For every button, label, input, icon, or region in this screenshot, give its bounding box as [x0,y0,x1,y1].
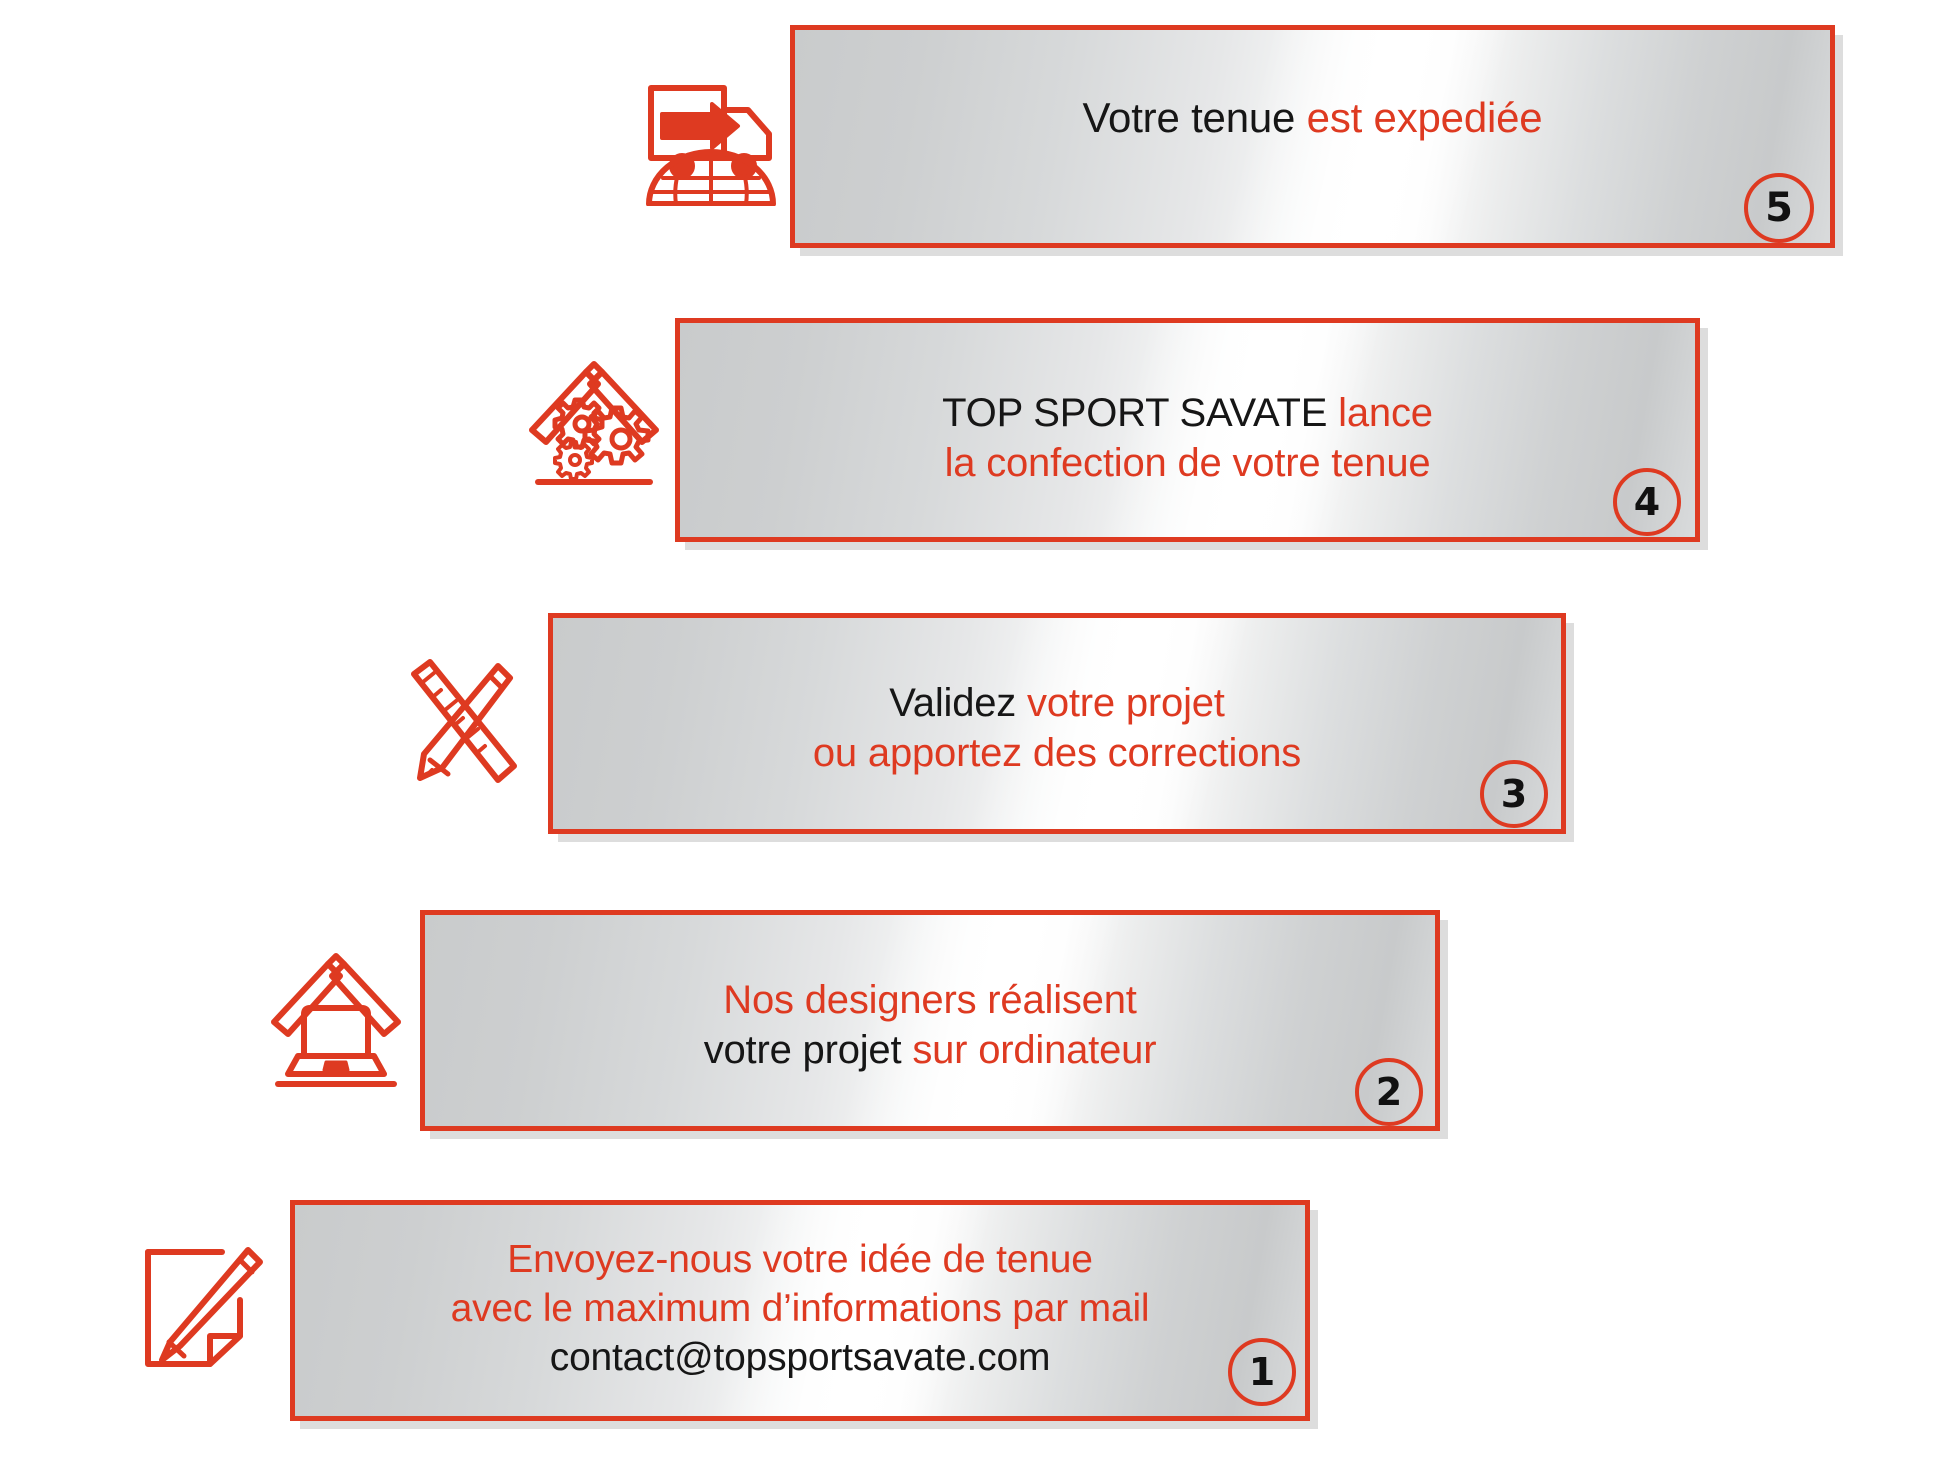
step-2-line-2-part-2: sur ordinateur [912,1028,1157,1073]
step-2-line-2: votre projet sur ordinateur [420,1025,1440,1075]
step-5-badge: 5 [1744,173,1814,243]
document-pencil-icon [136,1238,272,1378]
step-3-badge: 3 [1480,760,1548,828]
step-2-line-2-part-1: votre projet [703,1028,913,1073]
step-5-number: 5 [1765,185,1793,231]
step-4-text: TOP SPORT SAVATE lance la confection de … [675,388,1700,489]
step-4-line-1-part-1: TOP SPORT SAVATE [942,391,1339,435]
step-4-line-2-part-1: la confection de votre tenue [944,441,1431,486]
step-5-text: Votre tenue est expediée [790,92,1835,145]
step-3-line-1-part-1: Validez [889,681,1028,725]
step-3-text: Validez votre projet ou apportez des cor… [548,678,1566,779]
step-1-text: Envoyez-nous votre idée de tenue avec le… [290,1235,1310,1382]
step-2-line-1-part-1: Nos designers réalisent [723,978,1137,1022]
step-2-badge: 2 [1355,1058,1423,1126]
step-2-number: 2 [1375,1070,1403,1114]
step-4-line-2: la confection de votre tenue [675,438,1700,488]
ruler-pencil-cross-icon [396,654,530,788]
step-1-line-2: avec le maximum d’informations par mail [290,1284,1310,1333]
step-3-line-2: ou apportez des corrections [548,728,1566,778]
step-1-line-1: Envoyez-nous votre idée de tenue [290,1235,1310,1284]
step-3-line-1: Validez votre projet [548,678,1566,728]
step-1-line-1-part-1: Envoyez-nous votre idée de tenue [507,1238,1093,1281]
step-1-badge: 1 [1228,1338,1296,1406]
step-1-email-address: contact@topsportsavate.com [549,1336,1051,1380]
step-1-number: 1 [1248,1350,1276,1394]
step-4-badge: 4 [1613,468,1681,536]
step-3-line-2-part-1: ou apportez des corrections [812,731,1302,776]
step-3-plate [548,613,1566,834]
roof-laptop-icon [268,952,404,1092]
step-5-line-1: Votre tenue est expediée [790,92,1835,145]
step-2-text: Nos designers réalisent votre projet sur… [420,975,1440,1076]
step-1-plate [290,1200,1310,1421]
step-4-line-1-part-2: lance [1338,391,1433,435]
step-1-line-2-part-1: avec le maximum d’informations par mail [450,1287,1150,1331]
step-5-line-1-part-1: Votre tenue [1082,94,1307,141]
step-5-plate [790,25,1835,248]
step-4-plate [675,318,1700,542]
step-5-line-1-part-2: est expediée [1306,94,1543,141]
factory-roof-gears-icon [524,356,664,496]
step-2-plate [420,910,1440,1131]
delivery-truck-globe-icon [636,66,786,206]
step-3-line-1-part-2: votre projet [1027,681,1225,725]
step-4-number: 4 [1633,480,1661,524]
step-4-line-1: TOP SPORT SAVATE lance [675,388,1700,438]
step-1-email-line: contact@topsportsavate.com [290,1333,1310,1382]
step-3-number: 3 [1500,772,1528,816]
step-2-line-1: Nos designers réalisent [420,975,1440,1025]
